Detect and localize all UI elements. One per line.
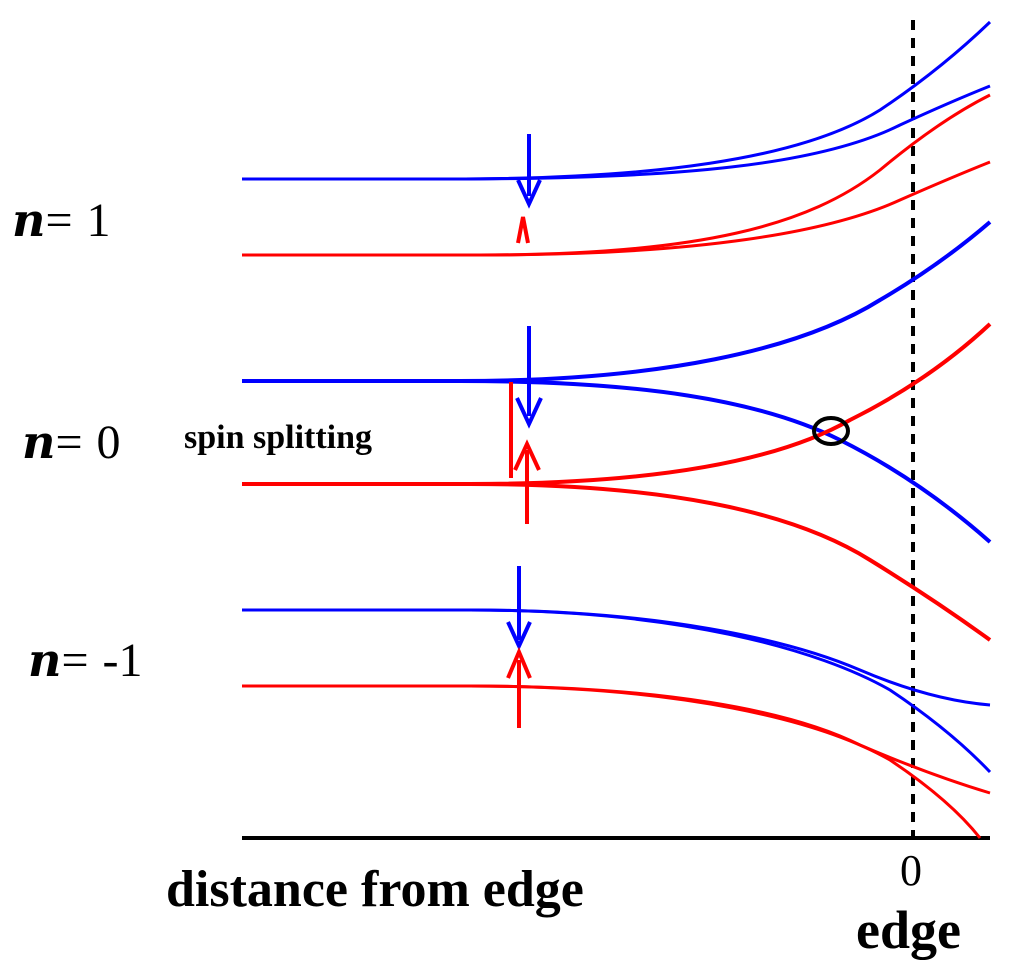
spin-splitting-label: spin splitting: [184, 419, 372, 456]
level-n0-curves: [242, 220, 992, 642]
crossing-circle-marker: [812, 416, 850, 446]
edge-label: edge: [856, 900, 961, 960]
n1-blue-upper-curve: [242, 20, 992, 181]
n1-red-lower-curve: [479, 160, 991, 257]
n0-red-rising-curve: [242, 322, 992, 486]
nm1-red-lower-curve: [469, 684, 982, 839]
level-label-n0: n=0: [22, 415, 121, 469]
level-label-n1: n=1: [12, 193, 111, 247]
zero-tick-label: 0: [900, 846, 922, 895]
arrow-down-icon: [515, 326, 543, 429]
x-axis-label: distance from edge: [166, 861, 584, 918]
level-nm1-curves: [242, 608, 992, 839]
arrow-down-icon: [506, 566, 532, 651]
n0-blue-rising-curve: [242, 220, 992, 383]
n0-red-falling-curve: [469, 482, 992, 642]
nm1-blue-lower-curve: [469, 608, 992, 774]
n1-blue-lower-curve: [449, 84, 991, 181]
arrow-up-icon: [506, 646, 532, 728]
arrow-up-icon: [516, 216, 530, 244]
nm1-red-upper-curve: [242, 684, 991, 795]
arrow-down-icon: [516, 134, 542, 209]
level-n1-curves: [242, 20, 992, 257]
level-label-nm1: n=-1: [28, 633, 143, 687]
arrow-up-icon: [513, 439, 541, 524]
